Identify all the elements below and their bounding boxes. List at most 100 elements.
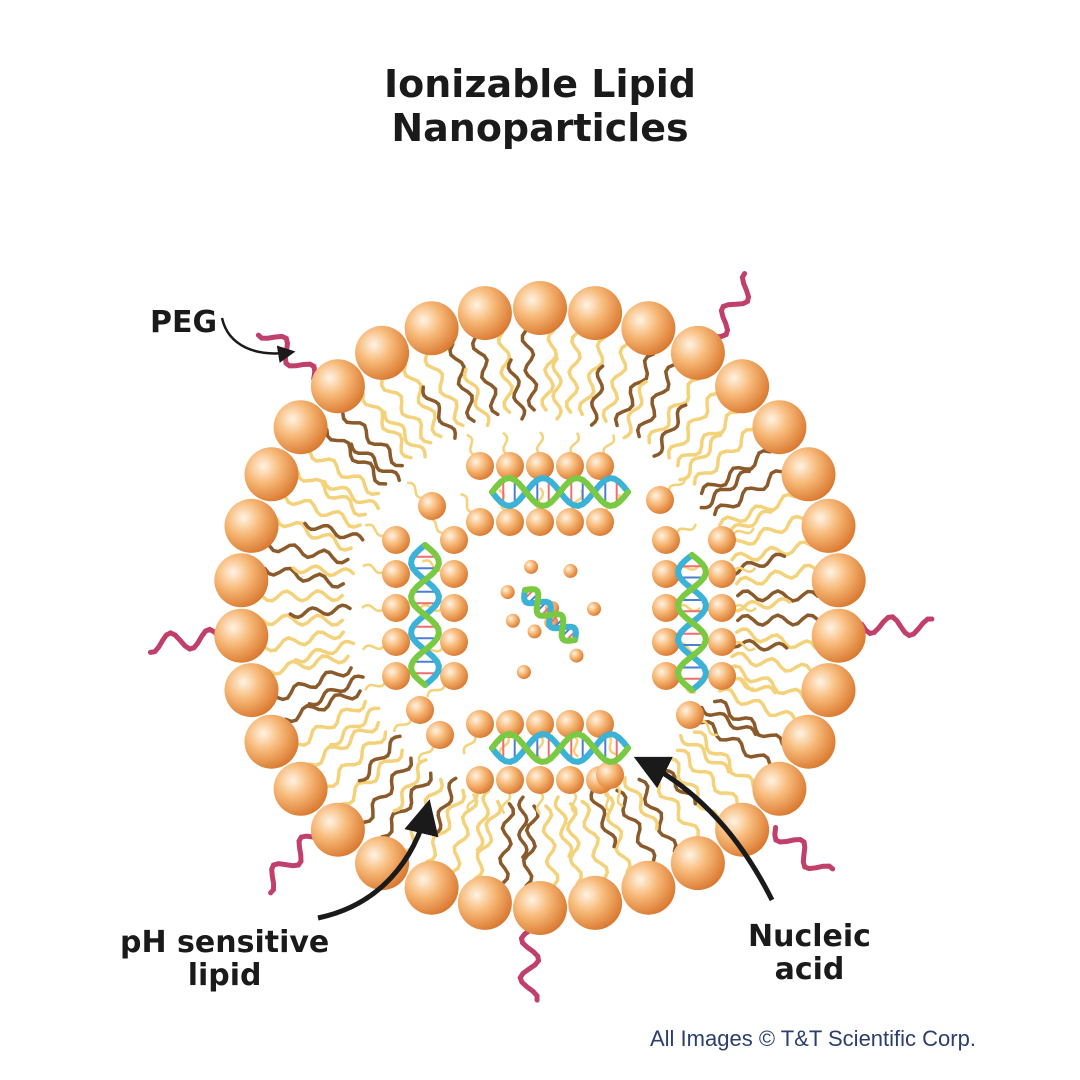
lipid-head-icon [214, 608, 269, 663]
nucleic-acid-label: Nucleic acid [748, 920, 871, 986]
lipid-head-icon [382, 560, 410, 588]
lipid-head-icon [496, 766, 524, 794]
lipid-tail [295, 470, 368, 518]
lipid-tail [692, 427, 755, 486]
lipid-tail [622, 380, 648, 440]
peg-label: PEG [150, 306, 217, 339]
lipid-tail [473, 799, 503, 881]
lipid-tail [340, 410, 404, 468]
lipid-head-icon [568, 286, 623, 341]
lipid-tail [724, 552, 787, 577]
lipid-tail [349, 442, 402, 483]
dna-helix-icon [675, 552, 709, 693]
lipid-head-icon [621, 860, 676, 915]
lipid-head-icon [404, 301, 459, 356]
lipid-head-icon [310, 359, 365, 414]
dna-helix-icon [521, 586, 579, 644]
lipid-tail [736, 588, 820, 603]
lipid-head-icon [652, 662, 680, 690]
lipid-tail [325, 730, 388, 789]
lipid-tail [727, 664, 806, 700]
lipid-tail [637, 777, 678, 854]
lipid-tail [291, 564, 355, 578]
lipid-head-icon [466, 508, 494, 536]
lipid-tail [551, 357, 563, 421]
lipid-tail [553, 795, 574, 858]
lipid-head-icon [708, 628, 736, 656]
lipid-head-icon [440, 594, 468, 622]
lipid-tail [730, 540, 813, 562]
diagram-title: Ionizable Lipid Nanoparticles [0, 62, 1080, 150]
lipid-tail [263, 566, 346, 589]
lipid-head-icon [652, 560, 680, 588]
lipid-head-icon [355, 836, 410, 891]
peg-chain-icon [517, 927, 542, 1003]
lipid-tail [307, 674, 365, 707]
peg-chain-icon [147, 626, 222, 655]
lipid-tail [736, 613, 820, 627]
lipid-head-icon [224, 663, 279, 718]
ph-lipid-arrow [317, 799, 439, 921]
lipid-head-icon [708, 560, 736, 588]
lipid-head-icon [426, 721, 454, 749]
lipid-tail [589, 364, 605, 427]
lipid-head-icon [621, 301, 676, 356]
lipid-head-icon [224, 498, 279, 553]
lipid-tail [678, 433, 723, 482]
lipid-head-icon [457, 286, 512, 341]
lipid-tail [380, 377, 433, 445]
lipid-tail [288, 603, 352, 620]
lipid-head-icon [496, 710, 524, 738]
lipid-head-icon [652, 628, 680, 656]
lipid-tail [424, 788, 467, 864]
lipid-tail [734, 627, 817, 650]
lipid-tail [635, 362, 677, 439]
lipid-tail [295, 699, 368, 747]
lipid-head-icon [811, 553, 866, 608]
dna-strand [489, 731, 631, 765]
ph-sensitive-lipid-label: pH sensitive lipid [120, 926, 329, 992]
lipid-tail [303, 521, 365, 542]
lipid-tail [540, 328, 559, 412]
lipid-head-icon [440, 628, 468, 656]
lipid-tail [497, 330, 515, 414]
lipid-tail [521, 804, 540, 888]
lipid-head-icon [556, 452, 584, 480]
lipid-tail [293, 639, 356, 664]
lipid-head-icon [496, 508, 524, 536]
lipid-head-icon [513, 281, 567, 335]
ph-label-line-1: pH sensitive [120, 925, 330, 960]
lipid-tail [450, 793, 479, 874]
lipid-head-icon [752, 761, 807, 816]
lipid-head-icon [496, 452, 524, 480]
lipid-head-icon [586, 508, 614, 536]
lipid-head-icon [526, 766, 554, 794]
lipid-tail [589, 788, 618, 849]
nucleic-label-line-2: acid [774, 952, 845, 987]
lipid-head-icon [801, 498, 856, 553]
lipid-head-icon [715, 802, 770, 857]
lipid-tail [470, 335, 500, 417]
lipid-head-icon [781, 714, 836, 769]
peg-chain-icon [255, 332, 318, 382]
lipid-tail [730, 651, 813, 673]
lipid-head-icon [466, 766, 494, 794]
lipid-tail [432, 776, 458, 836]
dna-helix-icon [489, 475, 631, 509]
lipid-tail [260, 613, 344, 628]
lipid-head-icon [404, 860, 459, 915]
lipid-head-icon [273, 761, 328, 816]
lipid-head-icon [715, 359, 770, 414]
lipid-tail [462, 367, 491, 428]
peg-chain-icon [711, 271, 752, 340]
lipid-head-icon [708, 662, 736, 690]
lipid-tail [728, 596, 792, 613]
lipid-tail [565, 802, 583, 886]
lipid-tail [520, 328, 539, 412]
lipid-tail [283, 494, 362, 529]
lipid-head-icon [596, 761, 624, 789]
pointer-arrows [220, 317, 775, 921]
dna-helix-icon [408, 542, 442, 688]
lipid-tail [322, 479, 380, 511]
